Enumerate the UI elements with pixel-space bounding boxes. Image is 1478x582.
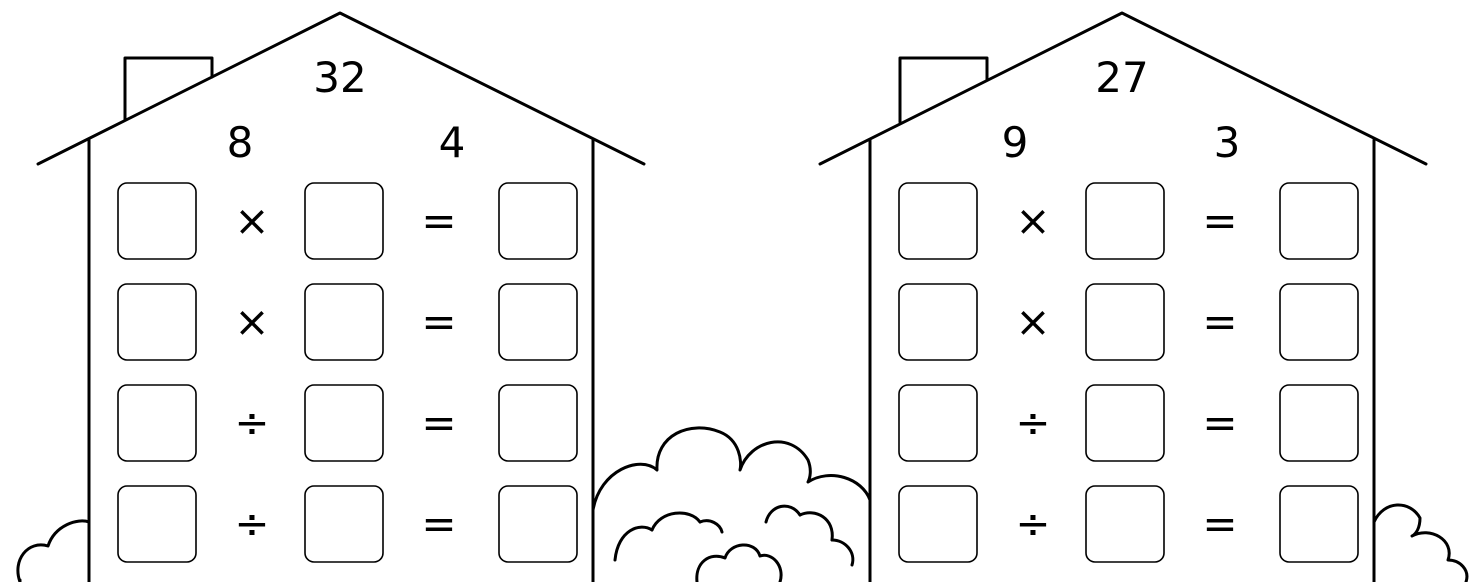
- multiply-sign: ×: [234, 196, 269, 245]
- roof-number: 32: [313, 53, 366, 102]
- equals-sign: =: [421, 297, 456, 346]
- bush-left: [16, 519, 91, 582]
- equals-sign: =: [1202, 196, 1237, 245]
- equation-row: × =: [898, 283, 1359, 361]
- equation-row: × =: [898, 182, 1359, 260]
- chimney: [123, 56, 214, 122]
- equation-row: ÷ =: [117, 384, 578, 462]
- answer-box[interactable]: [304, 384, 384, 462]
- bush-right: [1372, 503, 1469, 582]
- equals-sign: =: [421, 196, 456, 245]
- equals-sign: =: [421, 398, 456, 447]
- answer-box[interactable]: [498, 283, 578, 361]
- answer-box[interactable]: [304, 485, 384, 563]
- divide-sign: ÷: [1015, 398, 1050, 447]
- answer-box[interactable]: [898, 283, 978, 361]
- answer-box[interactable]: [898, 182, 978, 260]
- roof-number: 27: [1095, 53, 1148, 102]
- answer-box[interactable]: [1085, 182, 1165, 260]
- equals-sign: =: [1202, 297, 1237, 346]
- equals-sign: =: [1202, 398, 1237, 447]
- answer-box[interactable]: [1085, 384, 1165, 462]
- equals-sign: =: [421, 499, 456, 548]
- answer-box[interactable]: [117, 485, 197, 563]
- bush-center: [591, 426, 872, 582]
- house-right: 27 9 3 × = × = ÷ = ÷: [818, 11, 1428, 582]
- left-number: 8: [227, 118, 254, 167]
- answer-box[interactable]: [498, 485, 578, 563]
- equation-row: ÷ =: [898, 485, 1359, 563]
- answer-box[interactable]: [498, 384, 578, 462]
- house-left: 32 8 4 × = × = ÷ = ÷: [36, 11, 646, 582]
- equation-row: ÷ =: [117, 485, 578, 563]
- equation-row: ÷ =: [898, 384, 1359, 462]
- multiply-sign: ×: [1015, 297, 1050, 346]
- answer-box[interactable]: [117, 283, 197, 361]
- answer-box[interactable]: [117, 384, 197, 462]
- roof: [818, 11, 1428, 166]
- answer-box[interactable]: [1085, 485, 1165, 563]
- divide-sign: ÷: [234, 499, 269, 548]
- left-number: 9: [1002, 118, 1029, 167]
- multiply-sign: ×: [1015, 196, 1050, 245]
- right-number: 3: [1214, 118, 1241, 167]
- answer-box[interactable]: [1279, 485, 1359, 563]
- equation-row: × =: [117, 283, 578, 361]
- answer-box[interactable]: [1279, 384, 1359, 462]
- answer-box[interactable]: [898, 384, 978, 462]
- divide-sign: ÷: [234, 398, 269, 447]
- answer-box[interactable]: [304, 283, 384, 361]
- answer-box[interactable]: [498, 182, 578, 260]
- roof: [36, 11, 646, 166]
- answer-box[interactable]: [898, 485, 978, 563]
- answer-box[interactable]: [1085, 283, 1165, 361]
- answer-box[interactable]: [117, 182, 197, 260]
- answer-box[interactable]: [304, 182, 384, 260]
- divide-sign: ÷: [1015, 499, 1050, 548]
- answer-box[interactable]: [1279, 283, 1359, 361]
- right-number: 4: [439, 118, 466, 167]
- chimney: [898, 56, 989, 124]
- multiply-sign: ×: [234, 297, 269, 346]
- equals-sign: =: [1202, 499, 1237, 548]
- equation-row: × =: [117, 182, 578, 260]
- answer-box[interactable]: [1279, 182, 1359, 260]
